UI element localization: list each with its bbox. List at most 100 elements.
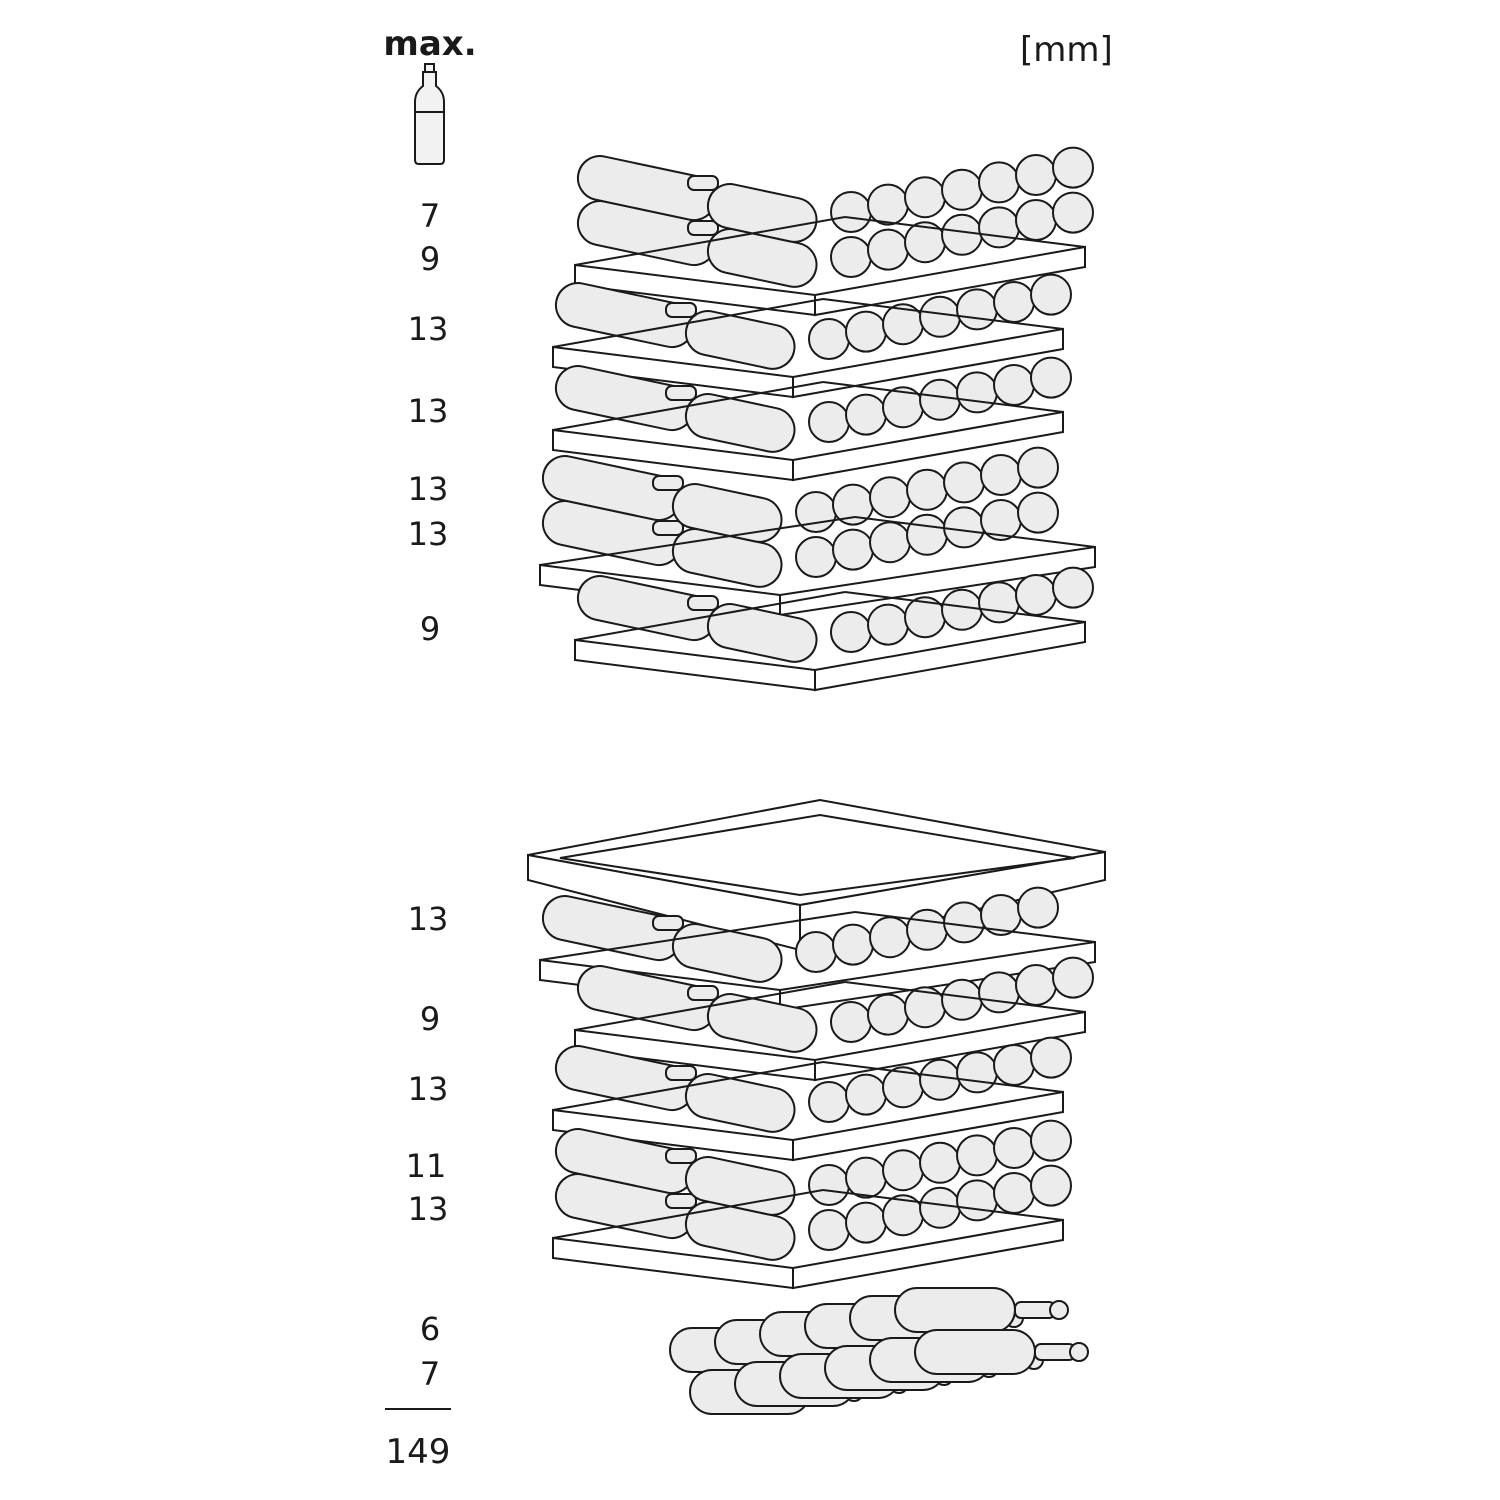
- bottle-end: [993, 1044, 1035, 1086]
- bottle-end: [867, 228, 909, 271]
- bottle-end: [1017, 446, 1059, 489]
- bottle-end: [906, 908, 948, 951]
- bottle-end: [956, 371, 998, 414]
- bottle-row: [576, 146, 1094, 243]
- bottle-row: [554, 1036, 1072, 1133]
- bottle-end: [941, 168, 983, 211]
- upper-count-1: 7: [419, 197, 441, 235]
- bottle-row: [576, 956, 1094, 1053]
- bottle-end: [993, 1127, 1035, 1169]
- upper-count-7: 9: [419, 610, 441, 648]
- bottle-end: [956, 288, 998, 331]
- bottle-end: [1015, 154, 1057, 196]
- bottle-row: [576, 566, 1094, 663]
- bottle-end: [956, 1134, 998, 1177]
- bottle-end: [978, 161, 1020, 204]
- bottle-end: [1030, 273, 1072, 316]
- bottle-end: [980, 454, 1022, 496]
- bottle-end: [906, 513, 948, 556]
- bottle-end: [867, 603, 909, 646]
- upper-rack-stack: [539, 146, 1096, 692]
- bottle-end: [978, 581, 1020, 624]
- bottle-end: [869, 521, 911, 564]
- bottle-end: [830, 611, 872, 653]
- bottle-end: [993, 1172, 1035, 1214]
- bottle-end: [906, 468, 948, 511]
- bottle-end: [795, 931, 837, 973]
- max-label: max.: [383, 24, 477, 64]
- shelf: [574, 591, 1086, 692]
- upper-count-3: 13: [407, 310, 449, 348]
- upper-count-5: 13: [407, 470, 449, 508]
- bottle-end: [1015, 574, 1057, 616]
- bottle-end: [830, 236, 872, 278]
- bottle-end: [808, 1081, 850, 1123]
- shelf: [574, 981, 1086, 1082]
- bottle-end: [978, 206, 1020, 249]
- bottle-end: [1052, 191, 1094, 234]
- unit-label: [mm]: [1020, 30, 1113, 70]
- bottle-row: [554, 356, 1072, 453]
- lower-count-1: 13: [407, 900, 449, 938]
- bottle-row: [554, 1164, 1072, 1261]
- bottle-end: [1030, 1119, 1072, 1162]
- bottle-end: [919, 1058, 961, 1101]
- bottom-bottles: [669, 1287, 1089, 1415]
- bottle-end: [1030, 1164, 1072, 1207]
- upper-count-2: 9: [419, 240, 441, 278]
- lower-count-3: 13: [407, 1070, 449, 1108]
- bottle-end: [993, 281, 1035, 323]
- lower-count-4: 11: [405, 1147, 447, 1185]
- bottle-end: [867, 183, 909, 226]
- bottle-end: [808, 1164, 850, 1206]
- lower-count-2: 9: [419, 1000, 441, 1038]
- bottle-end: [919, 1186, 961, 1229]
- bottle-end: [956, 1051, 998, 1094]
- bottle-end: [1015, 964, 1057, 1006]
- bottle-end: [869, 476, 911, 519]
- bottle-end: [1052, 956, 1094, 999]
- bottle-end: [1052, 146, 1094, 189]
- wine-bottle-icon: [414, 63, 445, 165]
- bottle-end: [808, 401, 850, 443]
- bottle-end: [919, 1141, 961, 1184]
- bottle-end: [845, 1156, 887, 1199]
- bottle-end: [941, 588, 983, 631]
- bottle-end: [845, 310, 887, 353]
- shelf: [552, 298, 1064, 399]
- bottle-end: [1015, 199, 1057, 241]
- shelf: [552, 1189, 1064, 1290]
- bottle-end: [869, 916, 911, 959]
- bottle-row: [554, 1119, 1072, 1216]
- lower-rack-stack: [527, 798, 1106, 1415]
- bottle-end: [830, 1001, 872, 1043]
- bottle-end: [1017, 491, 1059, 534]
- bottle-end: [919, 295, 961, 338]
- bottle-end: [845, 1201, 887, 1244]
- shelf: [574, 216, 1086, 317]
- lower-count-6: 6: [419, 1310, 441, 1348]
- bottle-end: [978, 971, 1020, 1014]
- upper-count-6: 13: [407, 515, 449, 553]
- bottle-end: [1017, 886, 1059, 929]
- bottle-end: [993, 364, 1035, 406]
- bottle-end: [1052, 566, 1094, 609]
- bottle-end: [830, 191, 872, 233]
- bottle-end: [808, 1209, 850, 1251]
- upper-count-4: 13: [407, 392, 449, 430]
- bottle-end: [882, 1149, 924, 1192]
- bottle-row: [541, 446, 1059, 543]
- lower-count-7: 7: [419, 1355, 441, 1393]
- bottle-end: [919, 378, 961, 421]
- bottle-end: [832, 528, 874, 571]
- bottle-end: [943, 461, 985, 504]
- bottle-end: [941, 978, 983, 1021]
- total-count: 149: [385, 1432, 451, 1472]
- bottle-end: [956, 1179, 998, 1222]
- bottle-end: [832, 923, 874, 966]
- bottle-end: [943, 506, 985, 549]
- bottle-end: [1030, 356, 1072, 399]
- lower-count-5: 13: [407, 1190, 449, 1228]
- total-rule: [385, 1408, 451, 1410]
